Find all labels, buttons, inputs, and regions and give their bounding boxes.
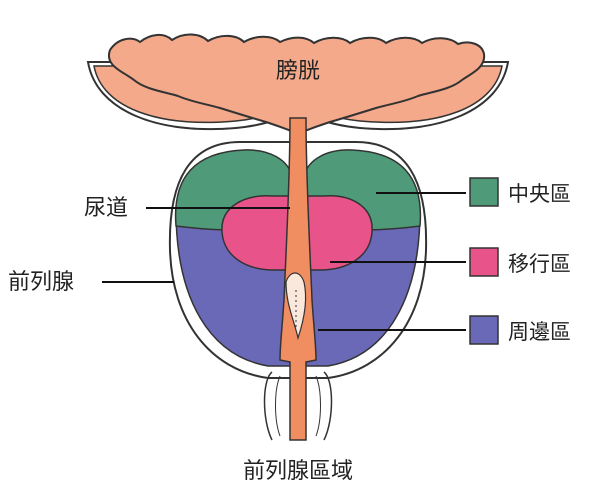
legend-label-peripheral: 周邊區 [508,320,571,344]
legend-swatch-transition [470,248,498,276]
legend-label-transition: 移行區 [508,252,571,276]
legend-label-central: 中央區 [508,182,571,206]
legend-swatch-peripheral [470,316,498,344]
urethra-sheath-right-inner [316,376,321,436]
diagram-caption: 前列腺區域 [243,459,353,484]
legend-swatch-central [470,178,498,206]
bladder-label: 膀胱 [276,59,320,84]
prostate-label: 前列腺 [8,270,74,295]
urethra-sheath-right [324,372,332,440]
urethra-label: 尿道 [84,196,128,221]
urethra-sheath-left-inner [276,376,281,436]
urethra-sheath-left [265,372,273,440]
